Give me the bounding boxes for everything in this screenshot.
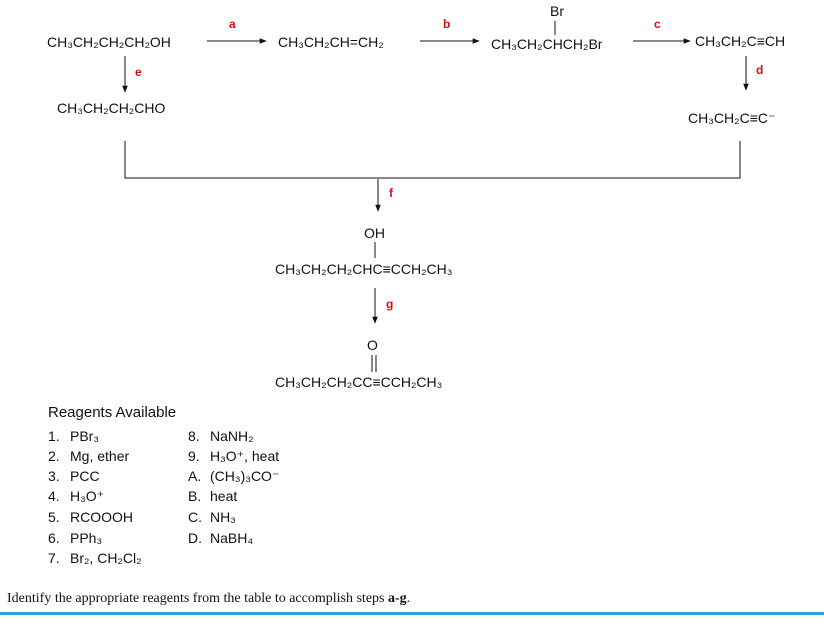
acetylide-structure: CH₃CH₂C≡C⁻	[688, 110, 776, 126]
reagent-item: A.(CH₃)₃CO⁻	[188, 468, 280, 484]
reagent-item: 2.Mg, ether	[48, 448, 130, 464]
ketone-oxygen: O	[367, 337, 378, 353]
reagent-item: 6.PPh₃	[48, 530, 103, 546]
reagent-item: C.NH₃	[188, 509, 236, 525]
step-label-d: d	[756, 63, 764, 77]
butanol-structure: CH₃CH₂CH₂CH₂OH	[47, 34, 171, 50]
question-text: Identify the appropriate reagents from t…	[7, 591, 411, 606]
step-label-g: g	[386, 297, 394, 311]
reagent-item: 4.H₃O⁺	[48, 488, 105, 504]
step-label-c: c	[654, 17, 661, 31]
combine-bracket	[124, 141, 741, 179]
bromobutane-structure: CH₃CH₂CHCH₂Br	[491, 36, 603, 52]
alcohol-oh-group: OH	[364, 225, 385, 241]
reagent-item: 8.NaNH₂	[188, 428, 254, 444]
butanal-structure: CH₃CH₂CH₂CHO	[57, 100, 166, 116]
step-label-b: b	[443, 17, 451, 31]
ketone-structure: CH₃CH₂CH₂CC≡CCH₂CH₃	[275, 374, 443, 390]
butene-structure: CH₃CH₂CH=CH₂	[278, 34, 384, 50]
bottom-divider	[0, 612, 824, 615]
reagent-item: 5.RCOOOH	[48, 509, 133, 525]
reagents-title: Reagents Available	[48, 404, 177, 421]
reagent-item: 3.PCC	[48, 468, 100, 484]
alcohol-structure: CH₃CH₂CH₂CHC≡CCH₂CH₃	[275, 261, 453, 277]
bromine-substituent: Br	[550, 3, 564, 19]
step-label-f: f	[389, 186, 393, 200]
reagent-item: 9.H₃O⁺, heat	[188, 448, 280, 464]
step-label-a: a	[229, 17, 236, 31]
reagent-item: 1.PBr₃	[48, 428, 100, 444]
butyne-structure: CH₃CH₂C≡CH	[695, 33, 786, 49]
step-label-e: e	[135, 65, 142, 79]
reagent-item: D.NaBH₄	[188, 530, 254, 546]
reagent-item: 7.Br₂, CH₂Cl₂	[48, 550, 142, 566]
reagent-item: B.heat	[188, 488, 238, 504]
